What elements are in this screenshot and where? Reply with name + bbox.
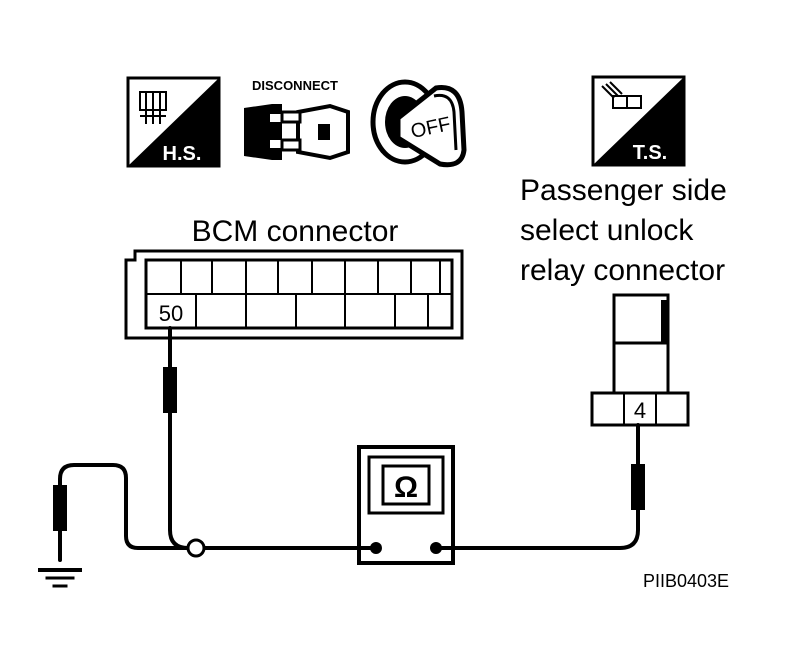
disconnect-icon: DISCONNECT [244,78,350,161]
harness-connector-icon [139,91,167,124]
figure-code: PIIB0403E [643,571,729,591]
relay-title-line3: relay connector [520,254,725,287]
hs-label: H.S. [163,143,202,165]
disconnect-label: DISCONNECT [252,78,338,93]
wiring [58,326,640,562]
ohmmeter: Ω [357,445,455,565]
ground-icon [38,568,82,588]
bcm-wire-sleeve [163,367,177,413]
bcm-terminal-label: 50 [159,301,183,326]
relay-terminal-label: 4 [634,398,646,423]
ohm-symbol: Ω [394,471,418,504]
terminal-side-icon: T.S. [591,75,686,167]
terminal-connector-icon [601,81,642,109]
bcm-connector [124,249,464,340]
harness-side-icon: H.S. [126,76,221,168]
wire-junction [186,538,206,558]
bcm-connector-title: BCM connector [192,215,399,248]
relay-title-line2: select unlock [520,214,694,247]
ts-label: T.S. [633,142,667,164]
relay-title-line1: Passenger side [520,174,727,207]
relay-wire-sleeve [631,464,645,510]
ground-wire-sleeve [53,485,67,531]
ignition-off-icon: OFF [370,79,467,168]
